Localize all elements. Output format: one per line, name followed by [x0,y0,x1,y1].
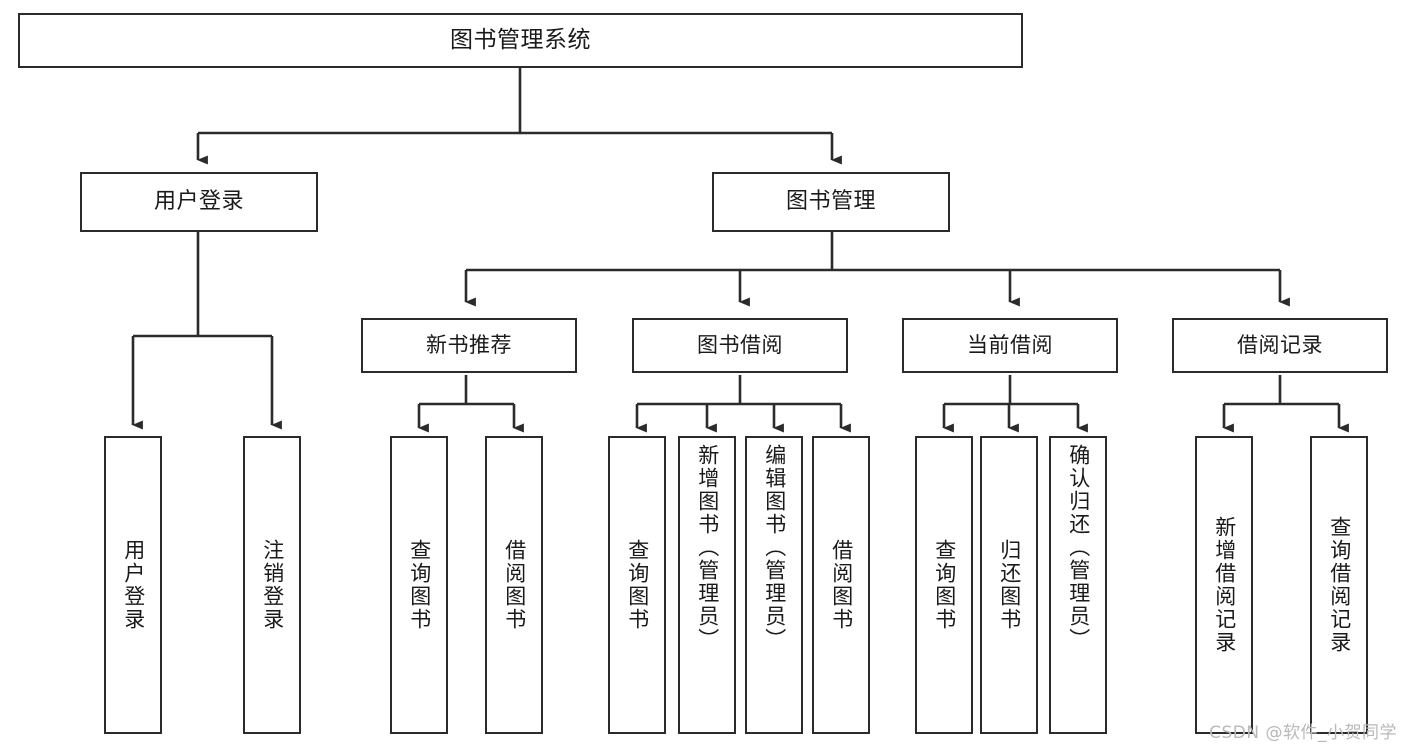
node-leaf-add-book-admin[interactable]: 新增图书（管理员） [678,436,736,734]
node-user-login[interactable]: 用户登录 [80,172,318,232]
csdn-watermark: CSDN @软件_小贺同学 [1209,723,1397,743]
node-label: 新书推荐 [426,332,512,357]
node-label: 借阅图书 [502,539,527,631]
node-label: 借阅图书 [829,539,854,631]
node-label: 编辑图书（管理员） [762,444,787,651]
node-label: 图书管理 [785,188,876,214]
node-new-book-recommend[interactable]: 新书推荐 [361,318,577,373]
node-label: 图书借阅 [697,332,783,357]
node-label: 查询图书 [407,539,432,631]
node-leaf-query-borrow-record[interactable]: 查询借阅记录 [1310,436,1368,734]
node-leaf-add-borrow-record[interactable]: 新增借阅记录 [1195,436,1253,734]
node-leaf-confirm-return-admin[interactable]: 确认归还（管理员） [1049,436,1107,734]
node-label: 当前借阅 [967,332,1053,357]
node-leaf-borrow-book-1[interactable]: 借阅图书 [485,436,543,734]
node-label: 用户登录 [153,188,244,214]
node-label: 查询图书 [625,539,650,631]
node-label: 查询借阅记录 [1327,516,1352,654]
node-label: 查询图书 [932,539,957,631]
node-root-system[interactable]: 图书管理系统 [18,13,1023,68]
node-label: 注销登录 [260,539,285,631]
node-leaf-return-book[interactable]: 归还图书 [980,436,1038,734]
node-label: 用户登录 [121,539,146,631]
node-label: 图书管理系统 [450,26,591,53]
node-label: 归还图书 [997,539,1022,631]
node-current-borrow[interactable]: 当前借阅 [902,318,1118,373]
node-book-borrow[interactable]: 图书借阅 [632,318,848,373]
node-leaf-query-book-1[interactable]: 查询图书 [390,436,448,734]
node-label: 新增借阅记录 [1212,516,1237,654]
node-leaf-logout-login[interactable]: 注销登录 [243,436,301,734]
node-borrow-record[interactable]: 借阅记录 [1172,318,1388,373]
node-label: 借阅记录 [1237,332,1323,357]
node-leaf-query-book-3[interactable]: 查询图书 [915,436,973,734]
node-label: 新增图书（管理员） [695,444,720,651]
node-leaf-borrow-book-2[interactable]: 借阅图书 [812,436,870,734]
node-leaf-query-book-2[interactable]: 查询图书 [608,436,666,734]
node-label: 确认归还（管理员） [1066,444,1091,651]
node-leaf-user-login[interactable]: 用户登录 [104,436,162,734]
node-book-management[interactable]: 图书管理 [712,172,950,232]
node-leaf-edit-book-admin[interactable]: 编辑图书（管理员） [745,436,803,734]
